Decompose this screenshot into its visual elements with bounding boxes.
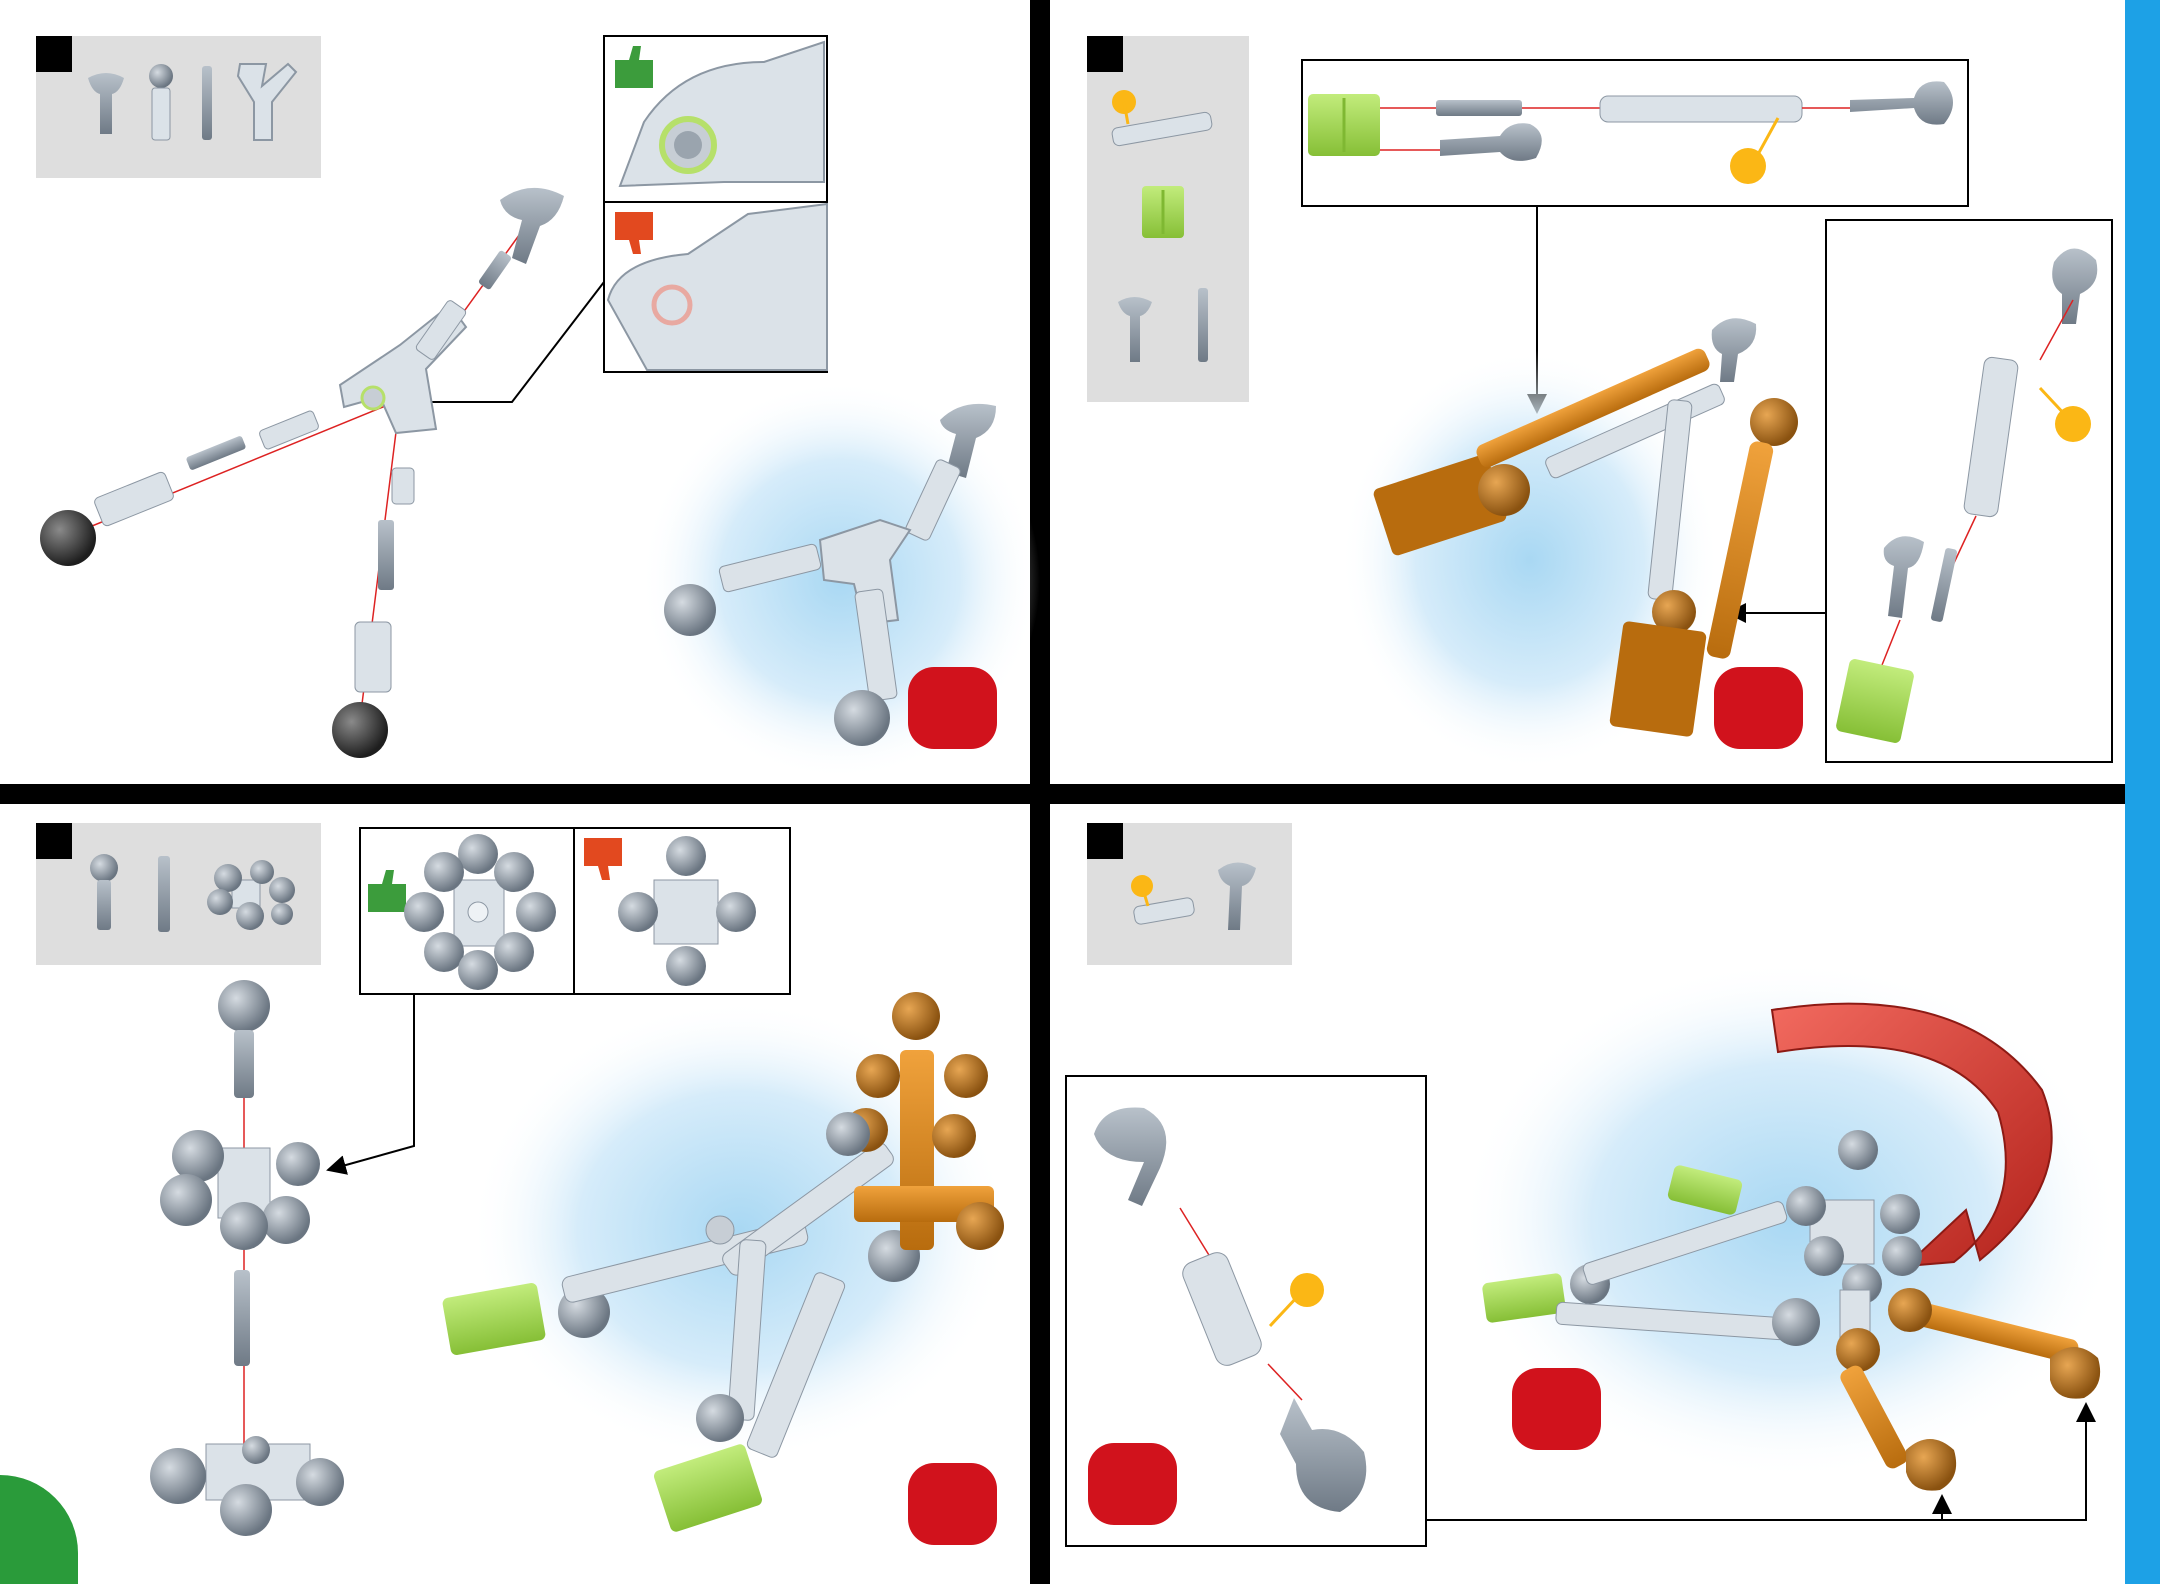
step-d-detail-callout — [1066, 1076, 1426, 1546]
step-c-part-rod-pin — [158, 856, 170, 932]
step-b-red-badge — [1714, 667, 1803, 749]
step-a-parts-panel — [36, 36, 321, 178]
step-c-panel — [36, 823, 1010, 1545]
horizontal-divider — [0, 784, 2125, 804]
step-c-callout-leader — [328, 994, 414, 1170]
step-b-part-rod-pin — [1198, 288, 1208, 362]
step-a-part-rod-pin — [202, 66, 212, 140]
step-d-panel — [1066, 823, 2120, 1546]
step-b-number-box — [1087, 36, 1123, 72]
step-b-panel — [1087, 36, 2112, 770]
blue-side-stripe — [2125, 0, 2160, 1584]
step-a-bad-callout — [604, 202, 827, 372]
step-d-red-badge — [1512, 1368, 1601, 1450]
step-a-red-badge — [908, 667, 997, 749]
step-a-number-box — [36, 36, 72, 72]
step-a-exploded-assembly — [40, 188, 564, 758]
step-c-red-badge — [908, 1463, 997, 1545]
green-corner-tab — [0, 1475, 78, 1584]
step-c-exploded-stack — [150, 980, 344, 1536]
step-d-number-box — [1087, 823, 1123, 859]
step-a-good-callout — [604, 36, 827, 202]
step-a-part-ball-joint — [149, 64, 173, 140]
step-b-right-callout — [1826, 220, 2112, 762]
step-a-panel — [36, 36, 1040, 780]
step-d-callout-red-badge — [1088, 1443, 1177, 1525]
step-b-top-callout — [1302, 60, 1968, 206]
step-c-number-box — [36, 823, 72, 859]
step-b-part-green-block — [1142, 186, 1184, 238]
step-c-hub-callout — [360, 828, 790, 994]
